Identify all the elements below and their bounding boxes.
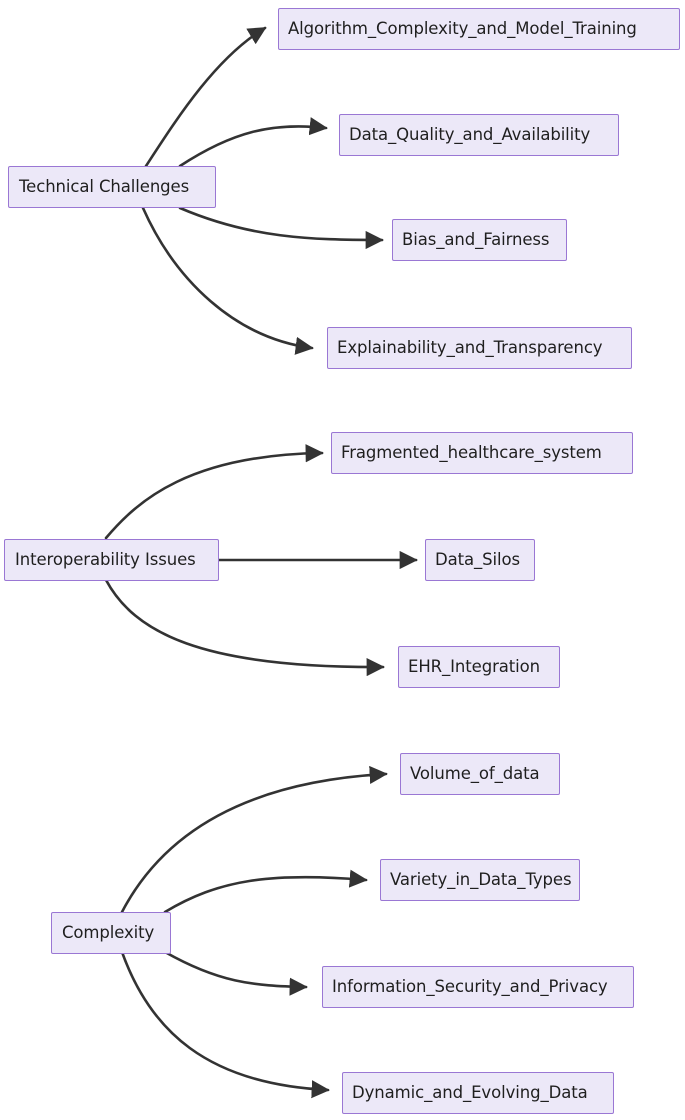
node-data-quality-and-availability[interactable]: Data_Quality_and_Availability bbox=[339, 114, 619, 156]
edge-technical-challenges-to-bias-fairness bbox=[178, 206, 384, 250]
node-label: Technical Challenges bbox=[19, 176, 190, 196]
edge-complexity-to-variety-in-data-types bbox=[163, 869, 368, 914]
node-label: Variety_in_Data_Types bbox=[390, 869, 572, 889]
node-variety-in-data-types[interactable]: Variety_in_Data_Types bbox=[380, 859, 580, 901]
edge-interoperability-to-fragmented-healthcare bbox=[104, 444, 324, 540]
edge-technical-challenges-to-algorithm-complexity bbox=[144, 26, 267, 168]
node-information-security-and-privacy[interactable]: Information_Security_and_Privacy bbox=[322, 966, 634, 1008]
node-dynamic-and-evolving-data[interactable]: Dynamic_and_Evolving_Data bbox=[342, 1072, 614, 1114]
node-label: Fragmented_healthcare_system bbox=[341, 442, 602, 462]
node-algorithm-complexity-and-model-training[interactable]: Algorithm_Complexity_and_Model_Training bbox=[278, 8, 680, 50]
edge-technical-challenges-to-data-quality bbox=[178, 117, 328, 168]
node-data-silos[interactable]: Data_Silos bbox=[425, 539, 535, 581]
node-label: Data_Silos bbox=[435, 549, 520, 569]
node-label: Interoperability Issues bbox=[15, 549, 196, 569]
edge-complexity-to-dynamic-evolving-data bbox=[120, 950, 330, 1099]
node-technical-challenges[interactable]: Technical Challenges bbox=[8, 166, 216, 208]
node-label: Algorithm_Complexity_and_Model_Training bbox=[288, 18, 637, 38]
node-label: Volume_of_data bbox=[410, 763, 540, 783]
edge-complexity-to-information-security bbox=[163, 950, 308, 996]
edge-interoperability-to-ehr-integration bbox=[104, 578, 385, 677]
node-label: Explainability_and_Transparency bbox=[337, 337, 603, 357]
node-fragmented-healthcare-system[interactable]: Fragmented_healthcare_system bbox=[331, 432, 633, 474]
node-volume-of-data[interactable]: Volume_of_data bbox=[400, 753, 560, 795]
node-complexity[interactable]: Complexity bbox=[51, 912, 171, 954]
node-ehr-integration[interactable]: EHR_Integration bbox=[398, 646, 560, 688]
node-bias-and-fairness[interactable]: Bias_and_Fairness bbox=[392, 219, 567, 261]
node-label: Bias_and_Fairness bbox=[402, 229, 550, 249]
node-label: Data_Quality_and_Availability bbox=[349, 124, 591, 144]
node-label: Complexity bbox=[62, 922, 155, 942]
node-label: Information_Security_and_Privacy bbox=[332, 976, 608, 996]
edge-complexity-to-volume-of-data bbox=[120, 765, 388, 914]
edge-technical-challenges-to-explainability bbox=[141, 206, 314, 355]
node-explainability-and-transparency[interactable]: Explainability_and_Transparency bbox=[327, 327, 632, 369]
node-label: Dynamic_and_Evolving_Data bbox=[352, 1082, 588, 1102]
node-label: EHR_Integration bbox=[408, 656, 540, 676]
node-interoperability-issues[interactable]: Interoperability Issues bbox=[4, 539, 219, 581]
